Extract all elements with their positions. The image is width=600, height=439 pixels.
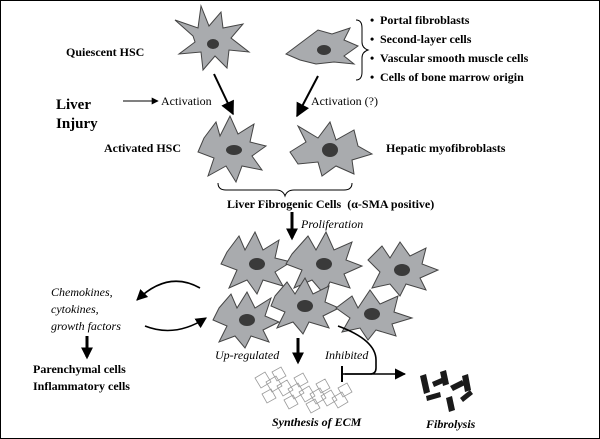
synthesis-of-ecm-label: Synthesis of ECM <box>272 415 362 429</box>
activated-hsc-label: Activated HSC <box>104 141 181 155</box>
liver-injury-label-line1: Liver <box>56 97 91 113</box>
chemokines-line3: growth factors <box>51 319 121 333</box>
bullet-item-4: Cells of bone marrow origin <box>380 70 524 84</box>
proliferating-cell-3 <box>367 241 440 297</box>
proliferating-cell-1 <box>220 230 293 296</box>
bullet-symbol: • <box>370 13 374 27</box>
bullet-list: • Portal fibroblasts • Second-layer cell… <box>370 13 529 84</box>
bullet-item-3: Vascular smooth muscle cells <box>380 51 529 65</box>
fibrogenic-cells-paren: (α-SMA positive) <box>347 197 434 211</box>
activated-hsc-cell <box>197 114 268 184</box>
chemokines-line1: Chemokines, <box>51 285 113 299</box>
cycle-arrow-bottom <box>144 317 207 332</box>
proliferation-label: Proliferation <box>300 217 363 231</box>
fibrogenic-cells-label: Liver Fibrogenic Cells (α-SMA positive) <box>227 197 434 211</box>
bullet-symbol: • <box>370 51 374 65</box>
cycle-arrow-top <box>136 280 201 301</box>
upregulated-label: Up-regulated <box>215 348 280 362</box>
inhibited-label: Inhibited <box>324 348 369 362</box>
spindle-cell <box>285 27 360 65</box>
proliferating-cell-6 <box>335 289 414 341</box>
parenchymal-cells-label: Parenchymal cells <box>33 362 126 376</box>
fibrogenic-brace <box>217 182 353 198</box>
activation-question-label: Activation (?) <box>311 94 378 108</box>
proliferating-cell-4 <box>212 290 281 349</box>
inflammatory-cells-label: Inflammatory cells <box>33 379 130 393</box>
activation-label: Activation <box>161 94 212 108</box>
bullet-list-brace <box>355 19 370 81</box>
chemokines-line2: cytokines, <box>51 302 99 316</box>
bullet-symbol: • <box>370 70 374 84</box>
bullet-symbol: • <box>370 32 374 46</box>
bullet-item-1: Portal fibroblasts <box>380 13 470 27</box>
proliferating-cell-5 <box>270 276 341 335</box>
hepatic-myofibroblasts-label: Hepatic myofibroblasts <box>386 141 506 155</box>
fibrolysis-label: Fibrolysis <box>425 417 476 431</box>
ecm-fibres <box>254 366 353 414</box>
liver-injury-label-line2: Injury <box>56 116 98 132</box>
quiescent-hsc-label: Quiescent HSC <box>66 45 144 59</box>
hepatic-myofibroblast-cell <box>289 120 374 177</box>
fibrogenic-cells-main: Liver Fibrogenic Cells <box>227 197 342 211</box>
quiescent-to-activated-arrow <box>213 73 234 116</box>
fibrolysis-fragments <box>420 370 473 412</box>
proliferating-cell-2 <box>285 230 364 295</box>
spindle-to-myofibroblast-arrow <box>296 75 319 118</box>
quiescent-hsc-cell <box>174 4 251 72</box>
bullet-item-2: Second-layer cells <box>380 32 472 46</box>
